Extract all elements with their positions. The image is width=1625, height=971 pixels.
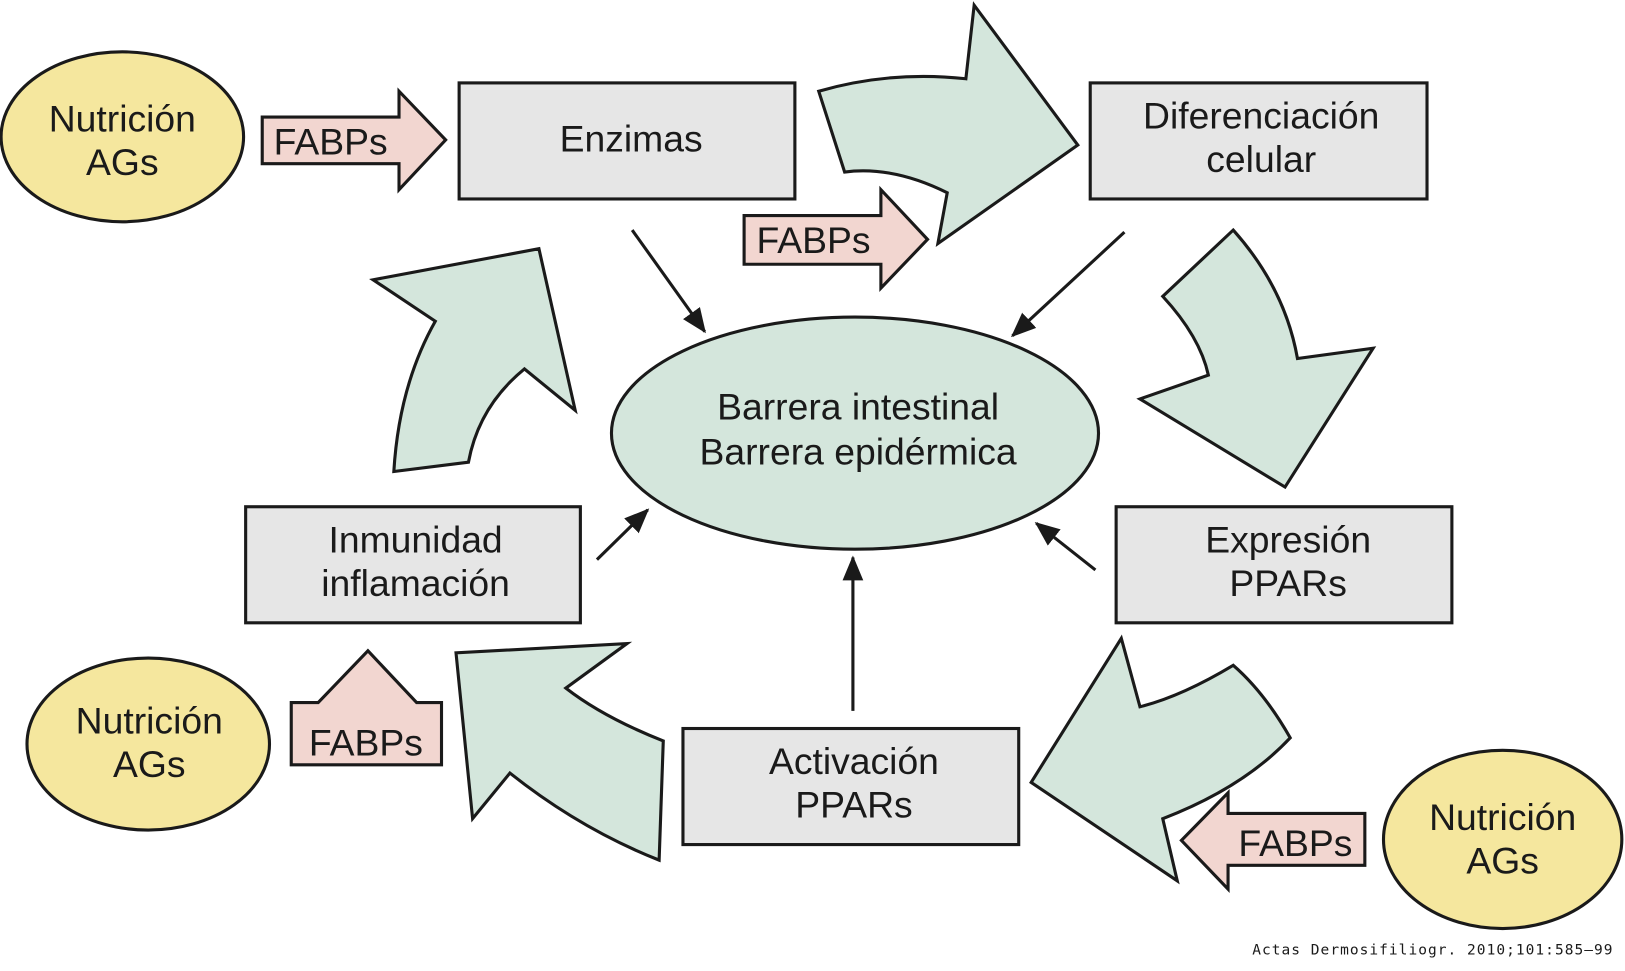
nutrition-ellipse-top-left — [0, 50, 246, 224]
cycle-arrow-diferenciacion-to-expresion — [1136, 227, 1377, 490]
nutrition-3-label-2: AGs — [1466, 840, 1539, 882]
fabps-arrow-3 — [289, 648, 444, 767]
box-activacion-label-2: PPARs — [795, 784, 912, 826]
box-activacion — [681, 726, 1021, 847]
fabps-label-4: FABPs — [1238, 822, 1352, 864]
center-label-1: Barrera intestinal — [717, 386, 999, 428]
box-diferenciacion-label-2: celular — [1206, 138, 1316, 180]
nutrition-1-label-1: Nutrición — [49, 98, 196, 140]
nutrition-3-label-1: Nutrición — [1429, 796, 1576, 838]
arrow-enzimas-to-barrier — [630, 229, 706, 334]
arrow-inmunidad-to-barrier — [595, 508, 650, 561]
center-label-2: Barrera epidérmica — [700, 430, 1017, 472]
fabps-label-1: FABPs — [274, 120, 388, 162]
box-enzimas — [457, 81, 797, 201]
box-expresion-label-1: Expresión — [1205, 518, 1371, 560]
citation: Actas Dermosifiliogr. 2010;101:585–99 — [1252, 942, 1613, 958]
nutrition-2-label-2: AGs — [113, 743, 186, 785]
cycle-arrow-inmunidad-to-enzimas — [369, 246, 578, 474]
cycle-arrow-activacion-to-inmunidad — [454, 641, 665, 863]
fabps-arrow-1 — [260, 87, 448, 194]
fabps-label-3: FABPs — [309, 721, 423, 763]
box-expresion-label-2: PPARs — [1229, 562, 1346, 604]
cycle-arrow-enzimas-to-diferenciacion — [816, 1, 1080, 247]
box-inmunidad-label-2: inflamación — [321, 562, 510, 604]
box-activacion-label-1: Activación — [769, 740, 939, 782]
box-inmunidad — [244, 505, 582, 625]
nutrition-2-label-1: Nutrición — [76, 700, 223, 742]
nutrition-ellipse-bottom-left — [25, 656, 272, 832]
nutrition-1-label-2: AGs — [86, 141, 159, 183]
box-enzimas-label: Enzimas — [560, 117, 703, 159]
box-diferenciacion-label-1: Diferenciación — [1143, 94, 1379, 136]
fabps-label-2: FABPs — [757, 219, 871, 261]
fabps-arrow-2 — [742, 185, 930, 292]
nutrition-ellipse-bottom-right — [1381, 748, 1624, 931]
arrow-expresion-to-barrier — [1034, 522, 1097, 572]
box-inmunidad-label-1: Inmunidad — [329, 518, 503, 560]
box-expresion — [1114, 505, 1454, 625]
cycle-arrow-expresion-to-activacion — [1029, 634, 1293, 885]
arrow-diferenciacion-to-barrier — [1010, 230, 1126, 338]
fabps-arrow-4 — [1179, 788, 1367, 894]
center-barrier: Barrera intestinal Barrera epidérmica — [609, 315, 1101, 551]
box-diferenciacion — [1088, 81, 1429, 201]
